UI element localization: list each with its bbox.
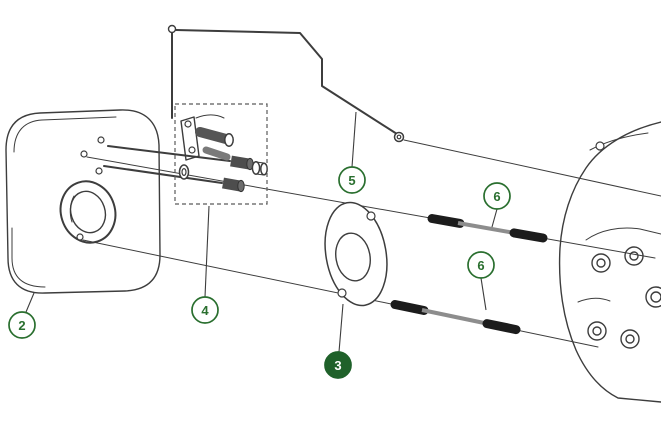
callout-3-selected[interactable]: 3 [324,351,352,379]
callouts: 2 4 3 5 6 6 [8,166,511,379]
callout-4[interactable]: 4 [191,296,219,324]
callout-4-label: 4 [201,303,209,318]
callout-6-lower-label: 6 [477,258,484,273]
muffler [5,109,161,294]
callout-6-lower[interactable]: 6 [467,251,495,279]
callout-5-label: 5 [348,173,355,188]
engine-crankcase [558,121,661,403]
callout-2[interactable]: 2 [8,311,36,339]
callout-6-upper[interactable]: 6 [483,182,511,210]
gasket [324,201,388,307]
mounting-bolts [103,145,268,193]
callout-3-label: 3 [334,358,341,373]
breather-tube [167,24,661,197]
callout-5[interactable]: 5 [338,166,366,194]
callout-6-upper-label: 6 [493,189,500,204]
bracket-assembly-outline [174,103,268,205]
callout-leaders [25,111,498,353]
bracket-assembly [180,114,234,161]
stud-upper [427,214,548,243]
stud-lower [390,300,521,335]
callout-2-label: 2 [18,318,25,333]
